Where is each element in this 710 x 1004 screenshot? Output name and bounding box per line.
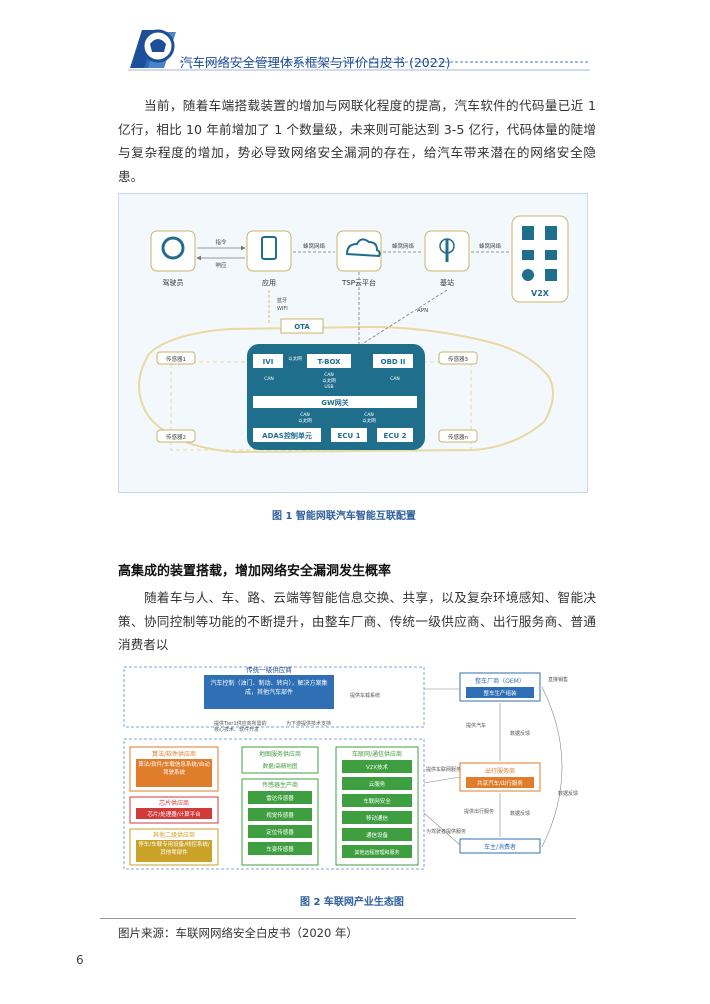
sensor-n: 传感器n (448, 433, 469, 441)
source-note: 图片来源：车联网网络安全白皮书（2020 年） (118, 926, 358, 940)
sensor-item: 视觉传感器 (266, 811, 294, 819)
ecu-obd: OBD II (381, 358, 406, 366)
edge-apn: APN (417, 308, 428, 314)
bus-can-4: CAN (300, 412, 310, 418)
algo-title: 算法/软件供应商 (152, 750, 196, 758)
intro-paragraph: 当前，随着车端搭载装置的增加与网联化程度的提高，汽车软件的代码量已近 1 亿行，… (118, 94, 596, 188)
bus-can-5: CAN (364, 412, 374, 418)
label-d: 核心技术、软件开发 (214, 726, 259, 733)
label-o: 直接销售 (548, 676, 568, 683)
label-p: 数据反馈 (558, 790, 578, 797)
label-k: 提供出行服务 (464, 808, 494, 815)
app-node: 应用 (246, 230, 292, 287)
driver-label: 驾驶员 (163, 278, 184, 287)
mobility-body: 共享汽车/出行服务 (477, 779, 523, 787)
header-title: 汽车网络安全管理体系框架与评价白皮书 (2022) (180, 55, 451, 70)
header-decoration (128, 29, 590, 71)
v2x-node: V2X (511, 215, 569, 303)
base-label: 基站 (440, 278, 454, 287)
chip-title: 芯片供应商 (159, 799, 189, 807)
intro-text: 当前，随着车端搭载装置的增加与网联化程度的提高，汽车软件的代码量已近 1 亿行，… (118, 98, 596, 184)
comm-item: 通信设备 (366, 831, 389, 839)
label-a: 提供车载系统 (350, 692, 380, 699)
ecu-adas: ADAS控制单元 (262, 431, 312, 440)
edge-wifi: WIFI (277, 306, 288, 312)
figure2: 传统一级供应商 汽车控制（油门、制动、转向），解决方案集成，其他汽车部件 提供T… (118, 663, 586, 873)
base-station-node: 基站 (424, 230, 470, 287)
label-m: 为驾驶者提供服务 (426, 828, 466, 835)
comm-item: V2X技术 (366, 763, 389, 771)
edge-bt: 蓝牙 (277, 297, 287, 304)
edge-net1: 蜂窝网络 (303, 242, 326, 250)
tier1-title: 传统一级供应商 (246, 665, 292, 674)
edge-cmd: 指令 (215, 238, 227, 246)
bus-eth-1: 以太网 (288, 355, 302, 362)
edge-net3: 蜂窝网络 (479, 242, 502, 250)
edge-resp: 响应 (215, 261, 227, 269)
label-c: 提供Tier1供应商所需的 (214, 720, 267, 727)
other-title: 其他二级供应商 (153, 831, 195, 839)
comm-item: 云服务 (369, 780, 386, 788)
section-subheading: 高集成的装置搭载，增加网络安全漏洞发生概率 (118, 564, 392, 579)
algo-body: 算法/软件/车载信息系统/自动驾驶系统 (138, 762, 210, 776)
tier1-body: 汽车控制（油门、制动、转向），解决方案集成，其他汽车部件 (210, 680, 328, 696)
ecu-1: ECU 1 (338, 432, 361, 440)
tsp-node: TSP云平台 (336, 230, 382, 287)
ecu-ivi: IVI (263, 358, 274, 366)
sensor-1: 传感器1 (166, 355, 186, 363)
sensor-3: 传感器3 (448, 355, 469, 363)
oem-body: 整车生产组装 (483, 689, 517, 697)
edge-net2: 蜂窝网络 (392, 242, 415, 250)
ecu-2: ECU 2 (384, 432, 407, 440)
sensor-2: 传感器2 (166, 433, 186, 441)
sensor-title: 传感器生产商 (262, 781, 298, 789)
sensor-item: 车姿传感器 (266, 845, 294, 853)
bus-can-2: CAN (324, 372, 334, 378)
figure1: 驾驶员 应用 TSP云平台 基站 V2X (118, 193, 588, 493)
page-number: 6 (76, 953, 84, 967)
label-e: 为下游提供技术支持 (286, 720, 331, 727)
location-body: 数据/高精地图 (263, 762, 298, 770)
v2x-label: V2X (531, 289, 550, 298)
oem-title: 整车厂商（OEM） (475, 677, 525, 685)
bus-usb: USB (324, 384, 333, 390)
location-title: 地图服务供应商 (259, 750, 301, 758)
comm-item: 移动通信 (366, 814, 389, 822)
footnote-divider (100, 918, 576, 919)
comm-title: 车联网/通信供应商 (352, 750, 402, 758)
chip-body: 芯片/处理器/计算平台 (147, 810, 201, 818)
ota-label: OTA (294, 323, 310, 331)
figure2-diagram: 传统一级供应商 汽车控制（油门、制动、转向），解决方案集成，其他汽车部件 提供T… (123, 665, 578, 870)
tsp-label: TSP云平台 (341, 278, 376, 287)
other-body: 停车/车载专用设备/线控系统/其他零部件 (138, 842, 210, 856)
header-logo (120, 22, 600, 74)
figure2-caption: 图 2 车联网产业生态图 (300, 897, 404, 908)
ecu-tbox: T-BOX (317, 358, 341, 366)
bus-can-1: CAN (264, 376, 274, 382)
consumer-title: 车主/消费者 (484, 843, 516, 851)
label-j: 数据反馈 (510, 730, 530, 737)
sensor-item: 定位传感器 (266, 828, 294, 836)
driver-node: 驾驶员 (150, 230, 196, 287)
bus-eth-2: 以太网 (322, 377, 336, 384)
sensor-item: 雷达传感器 (266, 794, 294, 802)
paragraph2: 随着车与人、车、路、云端等智能信息交换、共享，以及复杂环境感知、智能决策、协同控… (118, 586, 596, 657)
label-i: 提供汽车 (466, 722, 486, 729)
car-outline (138, 325, 554, 454)
app-label: 应用 (262, 278, 276, 287)
comm-item: 车联网安全 (363, 797, 391, 805)
paragraph2-text: 随着车与人、车、路、云端等智能信息交换、共享，以及复杂环境感知、智能决策、协同控… (118, 590, 596, 652)
bus-can-3: CAN (390, 376, 400, 382)
bus-eth-3: 以太网 (298, 417, 312, 424)
ota-box (280, 318, 324, 334)
mobility-title: 出行服务商 (485, 767, 515, 775)
label-g: 提供车联网服务 (426, 766, 461, 773)
bus-eth-4: 以太网 (362, 417, 376, 424)
label-l: 数据反馈 (510, 810, 530, 817)
figure1-diagram: 驾驶员 应用 TSP云平台 基站 V2X (138, 215, 569, 454)
comm-item: 其他远程管理和服务 (354, 849, 399, 856)
figure1-caption: 图 1 智能网联汽车智能互联配置 (272, 511, 416, 522)
gateway: GW网关 (321, 398, 348, 407)
